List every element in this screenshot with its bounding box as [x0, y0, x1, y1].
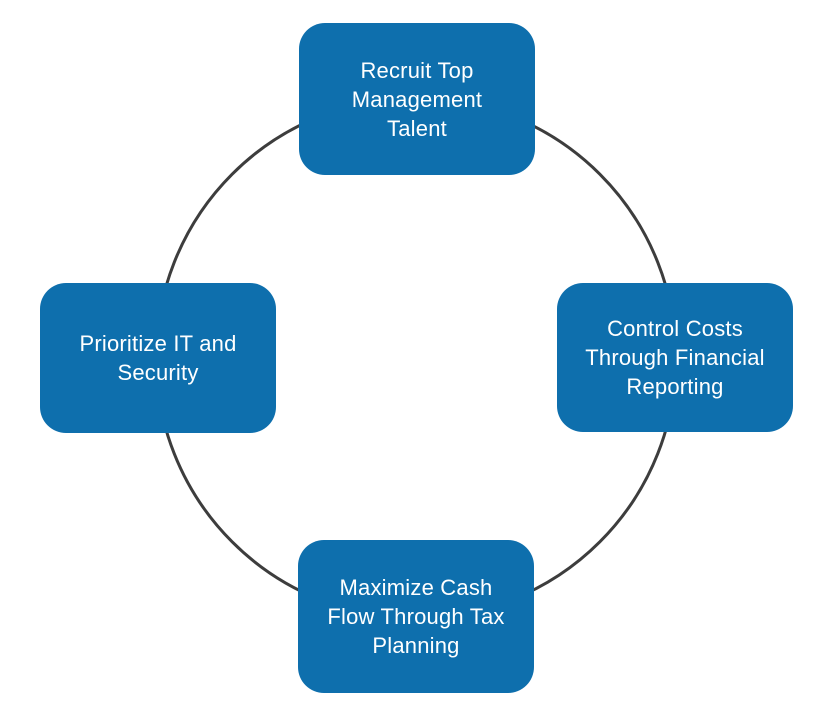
node-control-costs-through-financial-reporting: Control Costs Through Financial Reportin… [557, 283, 793, 432]
node-label: Maximize Cash Flow Through Tax Planning [327, 575, 505, 658]
node-label: Recruit Top Management Talent [351, 57, 483, 141]
node-maximize-cash-flow-through-tax-planning: Maximize Cash Flow Through Tax Planning [298, 540, 534, 693]
node-recruit-top-management-talent: Recruit Top Management Talent [299, 23, 535, 175]
node-label: Control Costs Through Financial Reportin… [585, 316, 765, 399]
node-prioritize-it-and-security: Prioritize IT and Security [40, 283, 276, 433]
node-label: Prioritize IT and Security [79, 331, 237, 385]
